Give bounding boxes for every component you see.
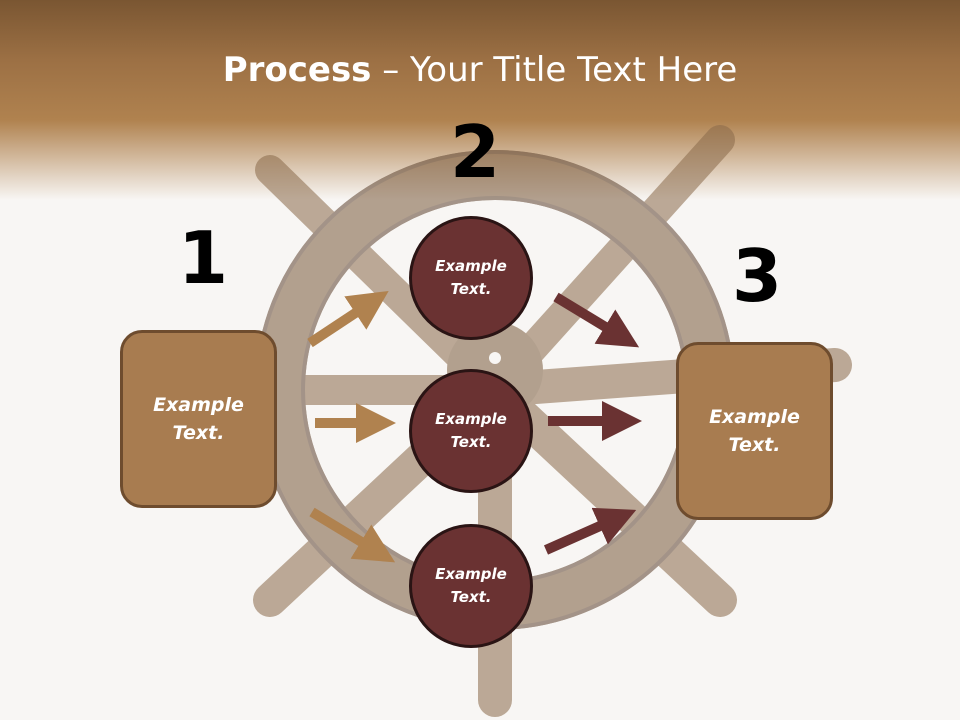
circle-middle-line2: Text. <box>450 433 492 451</box>
title-rest: – Your Title Text Here <box>371 50 738 90</box>
arrow-left-bottom <box>309 507 396 563</box>
left-box-line1: Example <box>153 393 244 416</box>
circle-middle-line1: Example <box>435 409 507 428</box>
circle-top: Example Text. <box>409 216 533 340</box>
right-box-line1: Example <box>709 405 800 428</box>
circle-bottom-line1: Example <box>435 564 507 583</box>
arrow-right-top <box>553 292 640 348</box>
step-number-2: 2 <box>450 110 501 194</box>
left-step-box: Example Text. <box>120 330 277 508</box>
arrow-left-top <box>307 290 389 348</box>
circle-top-line2: Text. <box>450 280 492 298</box>
circle-middle: Example Text. <box>409 369 533 493</box>
step-number-3: 3 <box>732 234 783 318</box>
circle-bottom-line2: Text. <box>450 588 492 606</box>
left-box-line2: Text. <box>172 422 225 444</box>
circle-bottom: Example Text. <box>409 524 533 648</box>
circle-top-line1: Example <box>435 256 507 275</box>
title-bold: Process <box>222 50 372 90</box>
right-step-box: Example Text. <box>676 342 833 520</box>
step-number-1: 1 <box>178 216 229 300</box>
arrow-right-bottom <box>543 507 637 555</box>
right-box-line2: Text. <box>728 434 781 456</box>
page-title: Process – Your Title Text Here <box>0 50 960 90</box>
